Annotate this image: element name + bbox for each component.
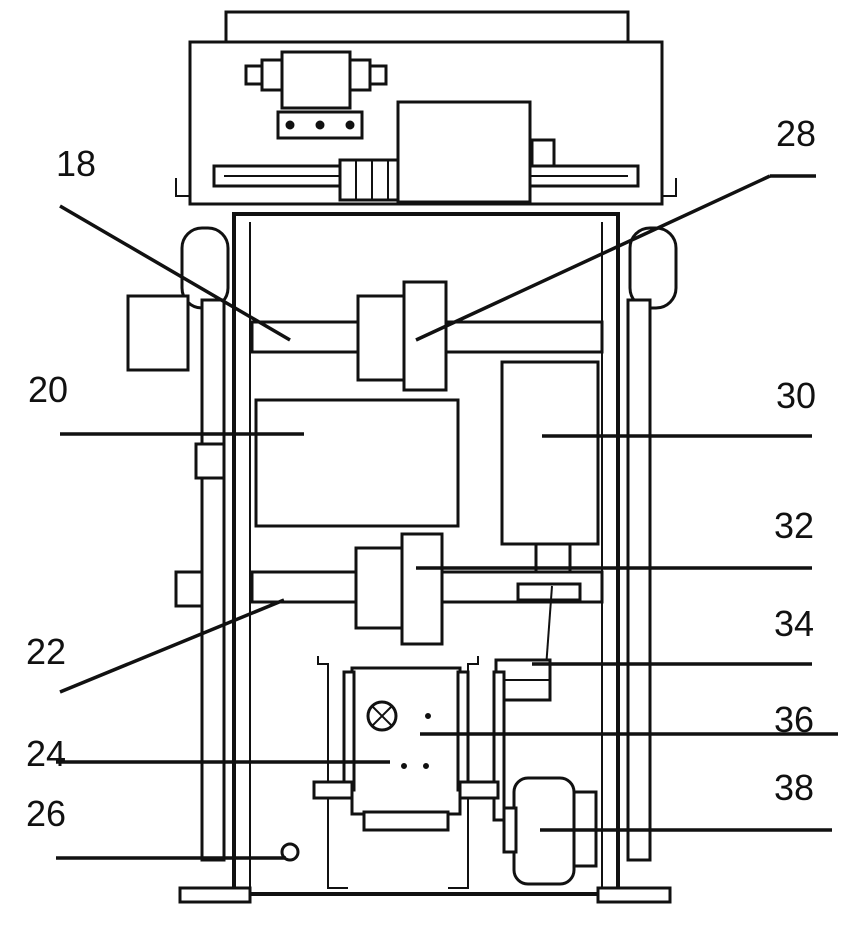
indicator-assembly [314, 656, 498, 888]
label-22: 22 [26, 631, 66, 672]
label-36: 36 [774, 699, 814, 740]
label-26: 26 [26, 793, 66, 834]
label-28: 28 [776, 113, 816, 154]
label-34: 34 [774, 603, 814, 644]
label-30: 30 [776, 375, 816, 416]
block-20 [256, 400, 458, 526]
label-18: 18 [56, 143, 96, 184]
label-38: 38 [774, 767, 814, 808]
top-plate-assembly [176, 12, 676, 204]
label-24: 24 [26, 733, 66, 774]
label-32: 32 [774, 505, 814, 546]
block-30 [502, 362, 598, 572]
label-20: 20 [28, 369, 68, 410]
